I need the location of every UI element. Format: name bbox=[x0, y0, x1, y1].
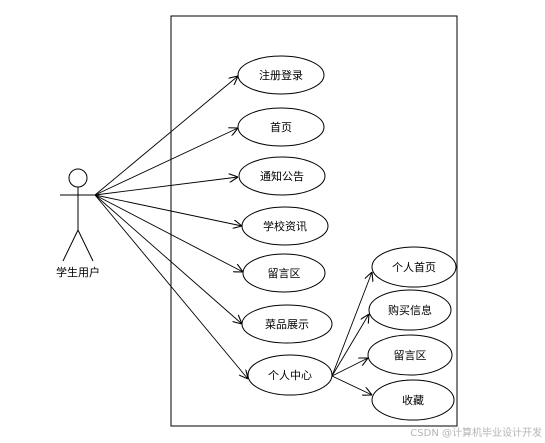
use-case-label: 学校资讯 bbox=[263, 219, 307, 233]
use-case-home: 首页 bbox=[237, 107, 325, 147]
assoc-purchase-info bbox=[331, 314, 369, 377]
use-case-label: 收藏 bbox=[402, 393, 424, 407]
system-boundary bbox=[170, 15, 458, 427]
use-case-label: 留言区 bbox=[394, 349, 427, 362]
use-case-label: 购买信息 bbox=[388, 303, 432, 317]
assoc-school-news bbox=[94, 194, 242, 226]
use-case-message-board: 留言区 bbox=[242, 253, 326, 293]
use-case-notice: 通知公告 bbox=[238, 156, 326, 196]
use-case-dish-display: 菜品展示 bbox=[241, 304, 333, 344]
use-case-purchase-info: 购买信息 bbox=[368, 289, 452, 331]
association-lines bbox=[94, 76, 248, 379]
assoc-message-board bbox=[94, 194, 243, 272]
use-case-label: 首页 bbox=[270, 120, 292, 134]
actor-left-leg bbox=[62, 229, 79, 262]
use-case-sub-message-board: 留言区 bbox=[367, 334, 453, 376]
use-case-label: 个人首页 bbox=[392, 260, 436, 274]
use-case-favorites: 收藏 bbox=[371, 379, 455, 421]
use-case-label: 注册登录 bbox=[259, 68, 303, 82]
assoc-home bbox=[94, 128, 238, 196]
assoc-notice bbox=[94, 177, 238, 196]
assoc-personal-center bbox=[94, 194, 248, 379]
use-case-label: 菜品展示 bbox=[265, 318, 309, 331]
watermark: CSDN @计算机毕业设计开发 bbox=[410, 426, 542, 439]
assoc-sub-message-board bbox=[331, 358, 368, 377]
use-case-label: 个人中心 bbox=[268, 369, 312, 382]
use-case-label: 留言区 bbox=[268, 267, 301, 280]
use-case-school-news: 学校资讯 bbox=[241, 206, 329, 246]
actor-right-leg bbox=[77, 229, 94, 262]
assoc-register-login bbox=[94, 76, 238, 196]
assoc-dish-display bbox=[94, 194, 242, 324]
use-case-personal-home: 个人首页 bbox=[371, 246, 457, 288]
use-case-personal-center: 个人中心 bbox=[247, 354, 333, 396]
assoc-favorites bbox=[331, 375, 372, 395]
assoc-personal-home bbox=[331, 272, 372, 377]
sub-association-lines bbox=[331, 272, 372, 395]
use-case-label: 通知公告 bbox=[260, 169, 304, 183]
actor-label: 学生用户 bbox=[56, 265, 100, 279]
student-actor: 学生用户 bbox=[56, 168, 100, 279]
use-case-register-login: 注册登录 bbox=[237, 55, 325, 95]
actor-head bbox=[68, 168, 88, 188]
